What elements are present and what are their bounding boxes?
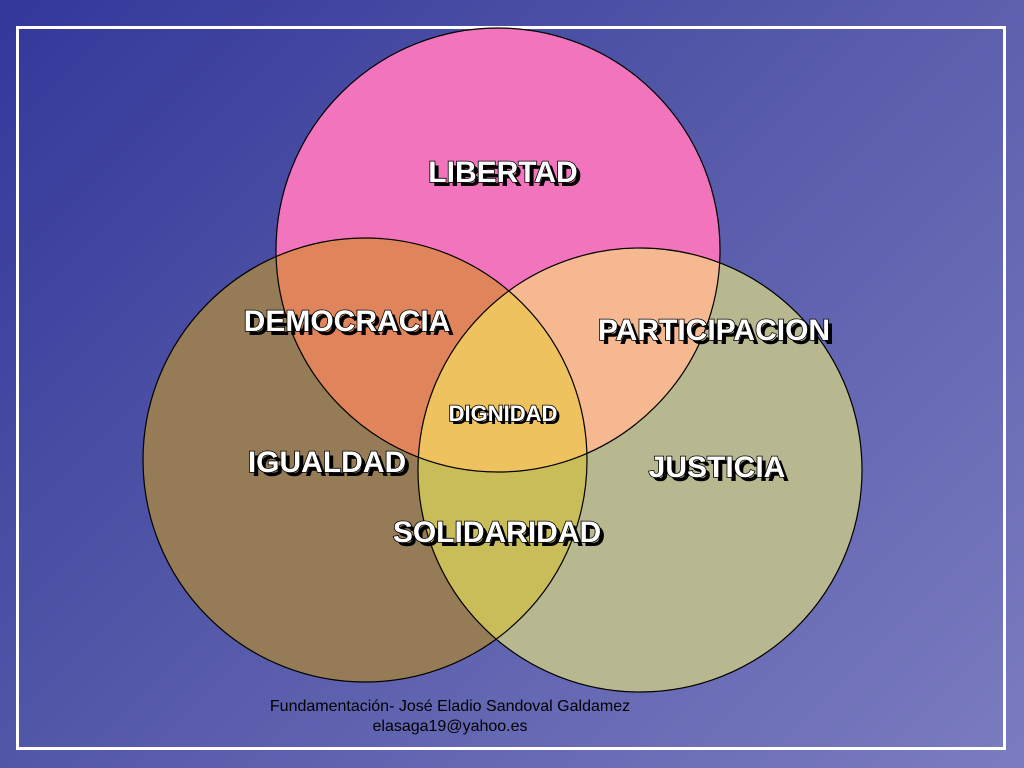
svg-text:IGUALDAD: IGUALDAD (248, 446, 406, 479)
svg-text:LIBERTAD: LIBERTAD (432, 160, 581, 193)
label-democracia: DEMOCRACIA DEMOCRACIA (243, 304, 455, 342)
svg-text:PARTICIPACION: PARTICIPACION (602, 318, 834, 351)
label-solidaridad: SOLIDARIDAD SOLIDARIDAD (392, 515, 605, 553)
svg-text:JUSTICIA: JUSTICIA (649, 451, 786, 484)
svg-text:JUSTICIA: JUSTICIA (653, 455, 790, 488)
svg-text:PARTICIPACION: PARTICIPACION (598, 314, 830, 347)
footer-credit: Fundamentación- José Eladio Sandoval Gal… (0, 697, 900, 737)
circle-outlines (142, 27, 863, 693)
svg-text:DEMOCRACIA: DEMOCRACIA (248, 309, 455, 342)
slide-frame (16, 26, 1006, 750)
svg-text:LIBERTAD: LIBERTAD (428, 156, 577, 189)
label-libertad: LIBERTAD LIBERTAD (427, 155, 581, 193)
svg-text:SOLIDARIDAD: SOLIDARIDAD (393, 516, 601, 549)
footer-email: elasaga19@yahoo.es (372, 718, 528, 735)
label-igualdad: IGUALDAD IGUALDAD (247, 445, 410, 483)
label-justicia: JUSTICIA JUSTICIA (648, 450, 790, 488)
svg-text:DIGNIDAD: DIGNIDAD (449, 401, 558, 426)
label-participacion: PARTICIPACION PARTICIPACION (597, 313, 834, 351)
footer-author: Fundamentación- José Eladio Sandoval Gal… (269, 698, 631, 715)
overlap-center (418, 248, 587, 472)
svg-text:DEMOCRACIA: DEMOCRACIA (244, 305, 451, 338)
svg-text:SOLIDARIDAD: SOLIDARIDAD (397, 520, 605, 553)
svg-text:DIGNIDAD: DIGNIDAD (452, 404, 561, 429)
label-dignidad: DIGNIDAD DIGNIDAD (448, 400, 561, 429)
svg-text:IGUALDAD: IGUALDAD (252, 450, 410, 483)
